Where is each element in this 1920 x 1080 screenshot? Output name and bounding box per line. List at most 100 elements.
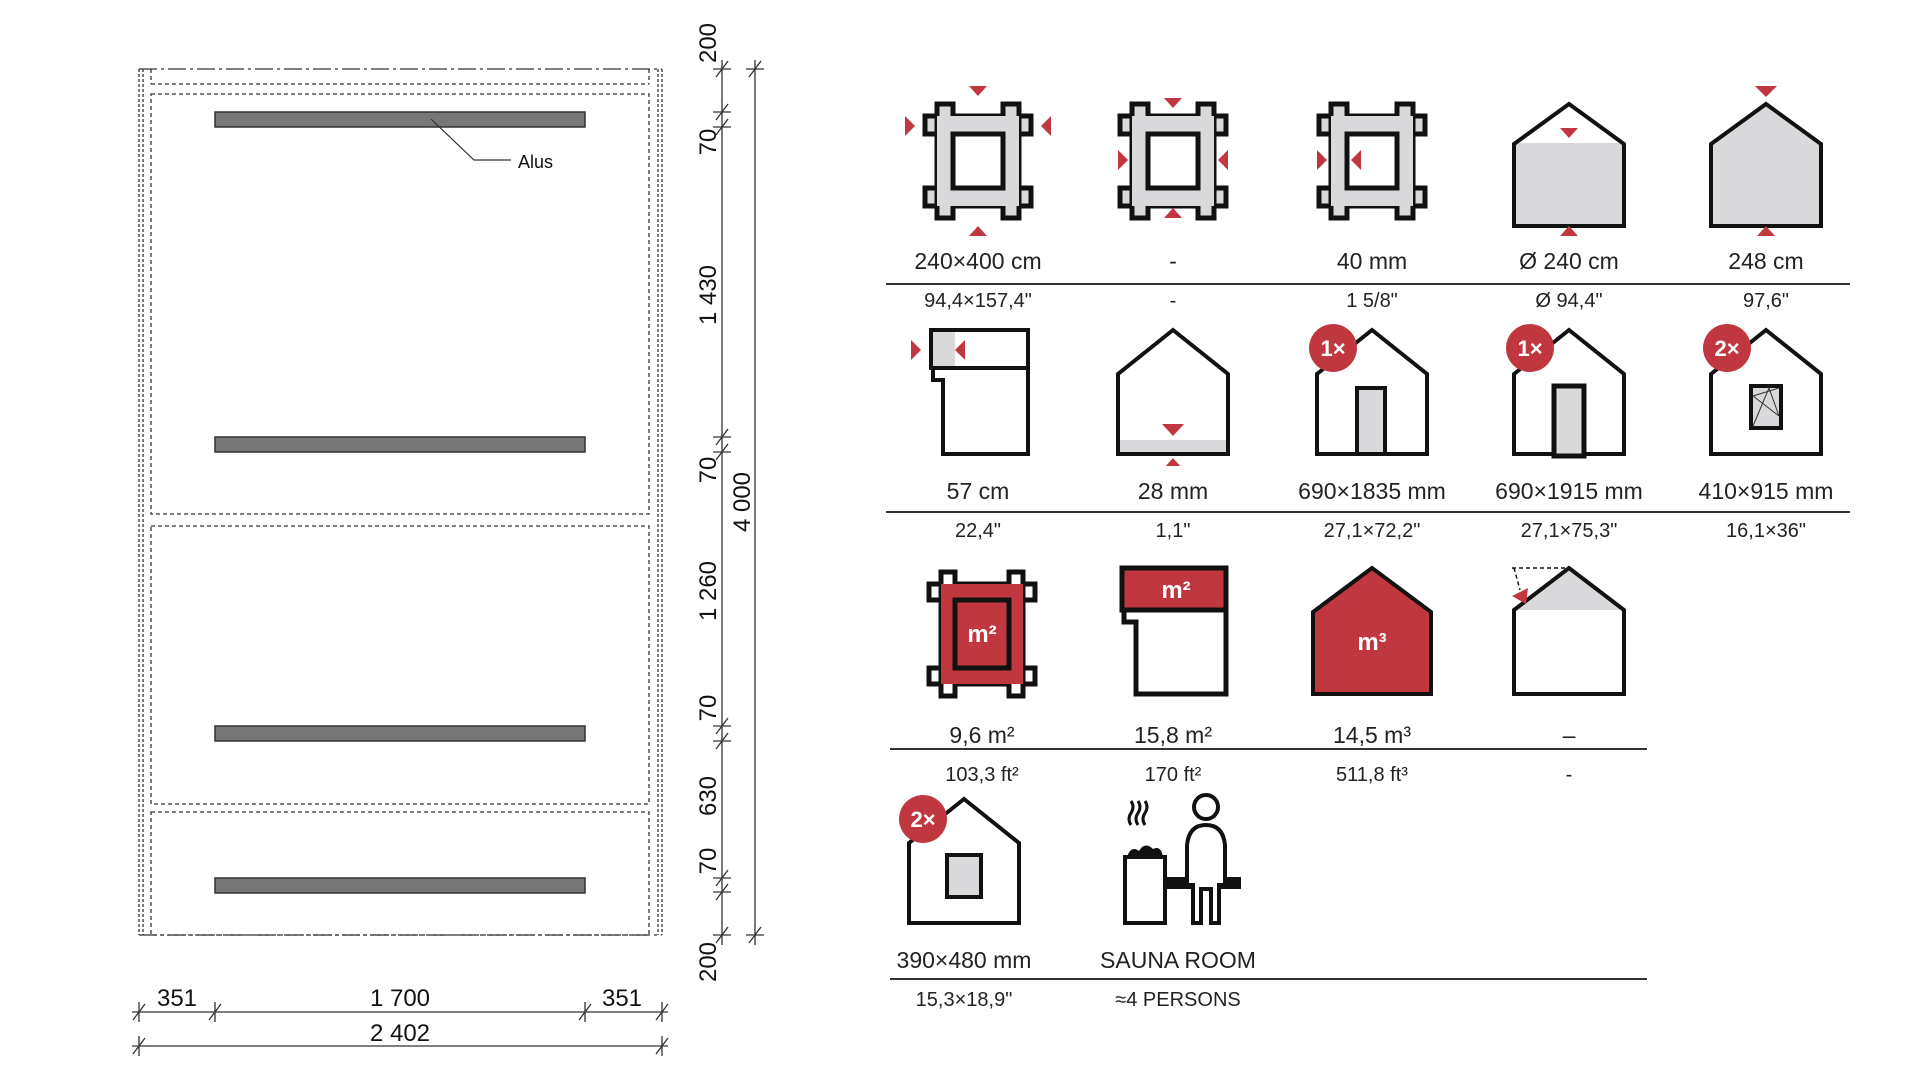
total-length-label: 4 000 xyxy=(729,472,756,532)
spec-value: 690×1915 mm xyxy=(1495,478,1643,504)
vertical-dimension-lines xyxy=(713,60,764,945)
quantity-badge xyxy=(1506,324,1554,372)
spec-value: 248 cm xyxy=(1728,248,1804,274)
floor-area-icon: m² xyxy=(926,569,1038,699)
badge-text: 1× xyxy=(1320,336,1345,361)
spec-roof-pitch: – - xyxy=(1459,560,1679,800)
dim-label: 1 260 xyxy=(695,561,722,621)
horizontal-dimension-lines xyxy=(132,1002,669,1056)
spec-sauna-room: SAUNA ROOM ≈4 PERSONS xyxy=(1068,785,1288,1025)
outer-dimensions-icon xyxy=(905,86,1051,236)
spec-imperial-value: 97,6" xyxy=(1742,290,1790,312)
callout-label: Alus xyxy=(518,152,553,172)
spec-imperial-value: 27,1×75,3" xyxy=(1520,520,1618,542)
spec-floor-area: m² 9,6 m² 103,3 ft² xyxy=(872,560,1092,800)
badge-text: 2× xyxy=(1714,336,1739,361)
spec-imperial-value: - xyxy=(1565,764,1573,786)
spec-imperial-value: 1,1" xyxy=(1155,520,1191,542)
spec-imperial-value: 511,8 ft³ xyxy=(1336,764,1408,786)
floor-thickness-icon xyxy=(1116,327,1230,466)
badge-text: 2× xyxy=(910,807,935,832)
unit-label: m² xyxy=(967,621,996,648)
badge-text: 1× xyxy=(1517,336,1542,361)
wall-height-icon xyxy=(1512,102,1626,236)
spec-door-2: 1× 690×1915 mm 27,1×75,3" xyxy=(1459,316,1679,556)
dim-label: 1 430 xyxy=(695,265,722,325)
door-icon: 1× xyxy=(1309,324,1429,456)
spec-volume: m³ 14,5 m³ 511,8 ft³ xyxy=(1262,560,1482,800)
spec-window: 2× 410×915 mm 16,1×36" xyxy=(1656,316,1876,556)
floor-beams xyxy=(214,111,586,894)
row-divider xyxy=(890,978,1647,980)
window-icon: 2× xyxy=(1703,324,1823,456)
spec-imperial-value: 16,1×36" xyxy=(1726,520,1806,542)
spec-roof-area: m² 15,8 m² 170 ft² xyxy=(1063,560,1283,800)
dim-label: 70 xyxy=(695,129,722,156)
spec-value: 390×480 mm xyxy=(896,947,1032,973)
spec-value: 57 cm xyxy=(946,478,1010,504)
floor-beam xyxy=(214,877,586,894)
row-divider xyxy=(886,283,1850,285)
unit-label: m³ xyxy=(1357,629,1386,656)
sauna-person-icon xyxy=(1123,793,1241,925)
spec-wall-height: Ø 240 cm Ø 94,4" xyxy=(1459,86,1679,326)
inner-dimensions-icon xyxy=(1098,98,1248,236)
spec-imperial-value: 170 ft² xyxy=(1144,764,1202,786)
row-divider xyxy=(886,511,1850,513)
spec-outer-dimensions: 240×400 cm 94,4×157,4" xyxy=(868,86,1088,326)
dim-label: 200 xyxy=(695,23,722,63)
spec-capacity: ≈4 PERSONS xyxy=(1115,989,1241,1011)
quantity-badge xyxy=(1309,324,1357,372)
spec-door-1: 1× 690×1835 mm 27,1×72,2" xyxy=(1262,316,1482,556)
spec-roof-overhang: 57 cm 22,4" xyxy=(868,316,1088,556)
dim-label: 70 xyxy=(695,695,722,722)
floor-beam xyxy=(214,725,586,742)
roof-area-icon: m² xyxy=(1119,565,1229,697)
wall-thickness-icon xyxy=(1297,86,1447,236)
spec-imperial-value: 22,4" xyxy=(954,520,1002,542)
dim-label: 351 xyxy=(157,985,197,1012)
plan-outline xyxy=(138,68,663,936)
spec-imperial-value: 103,3 ft² xyxy=(945,764,1019,786)
spec-value: 9,6 m² xyxy=(949,722,1015,748)
floor-beam xyxy=(214,436,586,453)
dim-label: 70 xyxy=(695,457,722,484)
callout-leader-line xyxy=(430,118,511,161)
vertical-dimension-labels: 200 70 1 430 70 1 260 70 630 70 200 4 00… xyxy=(695,23,756,982)
spec-value: Ø 240 cm xyxy=(1519,248,1619,274)
spec-value: SAUNA ROOM xyxy=(1100,947,1256,973)
spec-ridge-height: 248 cm 97,6" xyxy=(1656,86,1876,326)
spec-value: 14,5 m³ xyxy=(1333,722,1411,748)
spec-value: 15,8 m² xyxy=(1134,722,1212,748)
spec-small-window: 2× 390×480 mm 15,3×18,9" xyxy=(854,785,1074,1025)
spec-floor-thickness: 28 mm 1,1" xyxy=(1063,316,1283,556)
spec-imperial-value: Ø 94,4" xyxy=(1535,290,1603,312)
spec-value: - xyxy=(1169,248,1177,274)
spec-imperial-value: 15,3×18,9" xyxy=(915,989,1013,1011)
spec-inner-dimensions: - - xyxy=(1063,86,1283,326)
door-icon: 1× xyxy=(1506,324,1626,459)
row-divider xyxy=(890,748,1647,750)
roof-pitch-icon xyxy=(1512,565,1626,696)
spec-imperial-value: - xyxy=(1169,290,1177,312)
total-width-label: 2 402 xyxy=(370,1020,430,1047)
volume-icon: m³ xyxy=(1311,565,1433,696)
dim-label: 200 xyxy=(695,942,722,982)
roof-overhang-icon xyxy=(911,328,1030,456)
spec-wall-thickness: 40 mm 1 5/8" xyxy=(1262,86,1482,326)
spec-imperial-value: 27,1×72,2" xyxy=(1323,520,1421,542)
spec-value: 28 mm xyxy=(1137,478,1209,504)
dim-label: 70 xyxy=(695,848,722,875)
quantity-badge xyxy=(899,795,947,843)
unit-label: m² xyxy=(1161,577,1190,604)
dim-label: 630 xyxy=(695,776,722,816)
spec-value: 690×1835 mm xyxy=(1298,478,1446,504)
spec-imperial-value: 1 5/8" xyxy=(1346,290,1398,312)
spec-value: 40 mm xyxy=(1336,248,1408,274)
small-window-icon: 2× xyxy=(899,795,1021,925)
floor-beam xyxy=(214,111,586,128)
quantity-badge xyxy=(1703,324,1751,372)
dim-label: 1 700 xyxy=(370,985,430,1012)
ridge-height-icon xyxy=(1709,86,1823,236)
floor-plan-drawing: Alus 200 70 1 430 70 1 260 70 630 70 200… xyxy=(132,23,764,1056)
